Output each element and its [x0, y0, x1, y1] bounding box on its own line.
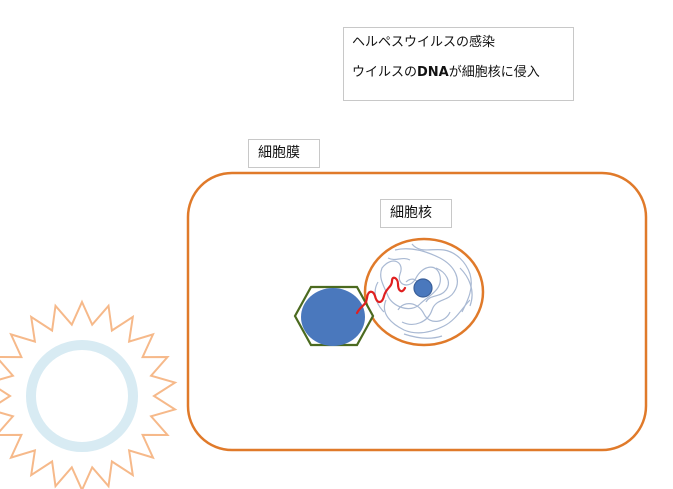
caption-box: ヘルペスウイルスの感染 ウイルスのDNAが細胞核に侵入	[343, 27, 574, 101]
viral-dna	[355, 276, 407, 315]
cell-membrane	[186, 171, 648, 452]
caption-description: ウイルスのDNAが細胞核に侵入	[352, 64, 540, 80]
caption-title: ヘルペスウイルスの感染	[352, 35, 496, 50]
capsid-core	[301, 288, 365, 346]
virion-spikes	[0, 299, 178, 489]
chromatin	[374, 243, 473, 339]
virion-envelope	[26, 340, 138, 452]
cell-nucleus-label: 細胞核	[380, 199, 452, 228]
nucleolus	[413, 278, 433, 298]
cell-membrane-label: 細胞膜	[248, 139, 320, 168]
free-virion-icon	[0, 299, 178, 489]
